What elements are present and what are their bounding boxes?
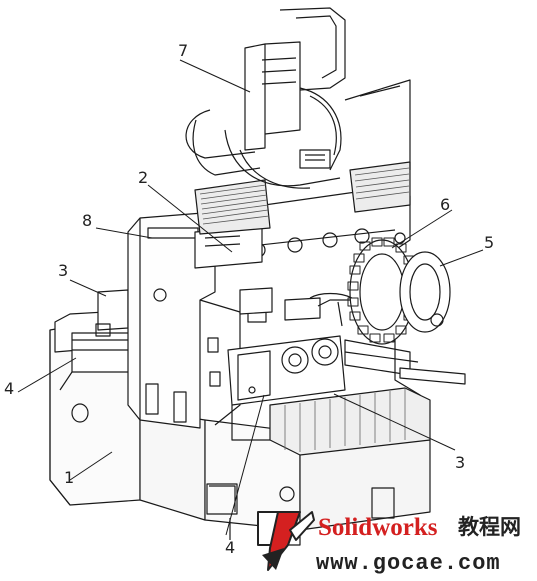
right-bellows [269, 387, 431, 456]
left-pallet-station [54, 289, 141, 391]
top-bellows [194, 161, 411, 235]
watermark: Solidworks 教程网 www.gocae.com [257, 511, 521, 576]
watermark-brand-cn: 教程网 [458, 515, 521, 539]
callout-2: 2 [138, 168, 148, 187]
callout-4-right: 4 [225, 538, 235, 557]
spindle-ram [194, 227, 321, 323]
tool-magazine [309, 237, 451, 345]
callout-7: 7 [178, 41, 188, 60]
callout-1: 1 [64, 468, 74, 487]
callout-5: 5 [484, 233, 494, 252]
callout-4-left: 4 [4, 379, 14, 398]
callout-6: 6 [440, 195, 450, 214]
watermark-logo [257, 511, 315, 571]
watermark-brand: Solidworks [318, 514, 438, 541]
leader-lines [17, 59, 484, 536]
callout-3-left: 3 [58, 261, 68, 280]
tool-changer-arm [185, 7, 411, 189]
front-pallets [227, 335, 466, 441]
callout-8: 8 [82, 211, 92, 230]
watermark-url: www.gocae.com [316, 551, 501, 576]
callout-labels: 7 2 8 3 4 1 4 3 6 5 [4, 41, 494, 557]
callout-3-right: 3 [455, 453, 465, 472]
